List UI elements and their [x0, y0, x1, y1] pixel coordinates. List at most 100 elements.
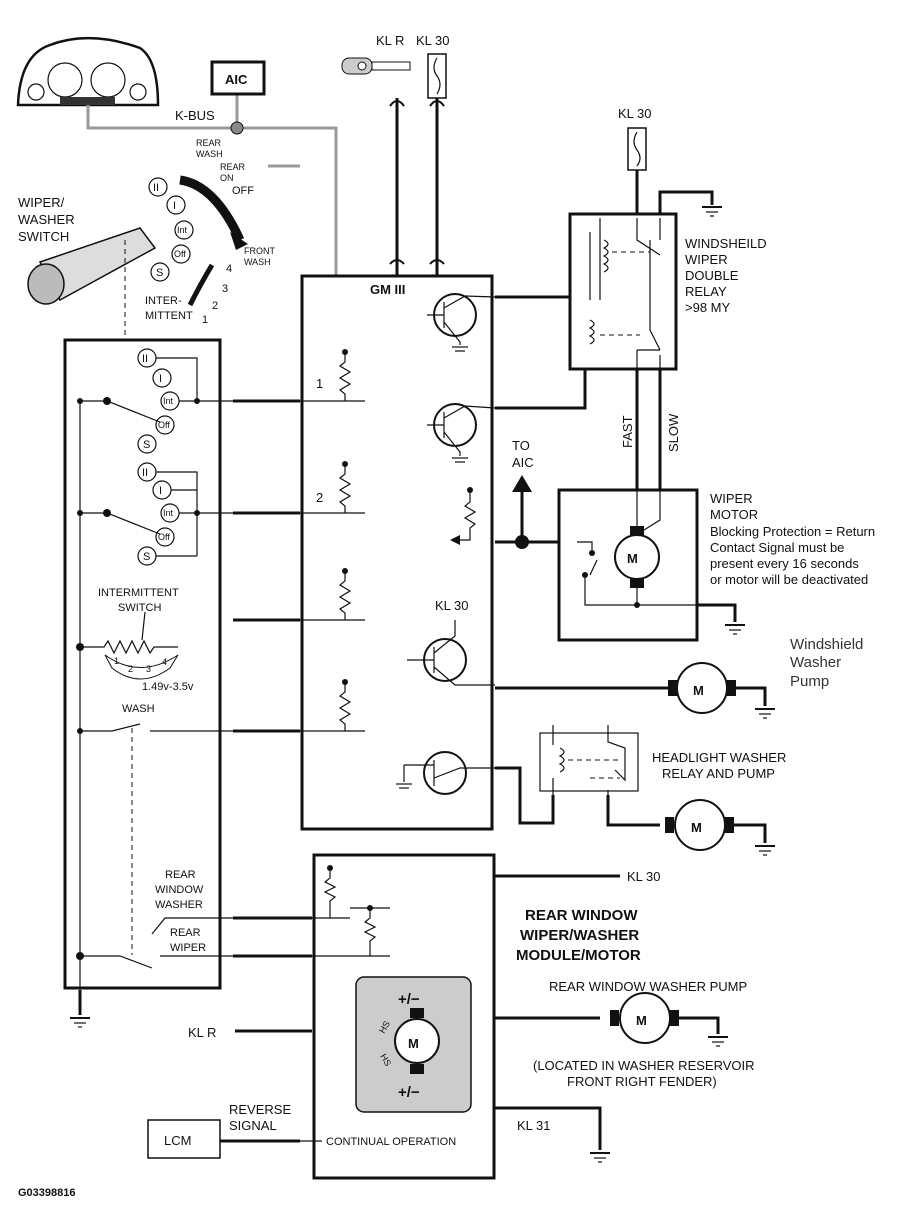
svg-text:KL 31: KL 31	[517, 1118, 551, 1133]
svg-text:FRONT RIGHT FENDER): FRONT RIGHT FENDER)	[567, 1074, 717, 1089]
svg-text:REAR: REAR	[196, 138, 222, 148]
svg-text:Contact Signal must be: Contact Signal must be	[710, 540, 844, 555]
ground-icon	[590, 1152, 610, 1163]
ground-icon	[755, 708, 775, 719]
svg-text:S: S	[143, 439, 150, 451]
svg-text:Off: Off	[158, 532, 170, 542]
switch-group-2: II I Int Off S	[77, 462, 233, 566]
aic-box	[210, 60, 266, 96]
svg-text:REVERSE: REVERSE	[229, 1102, 291, 1117]
wiper-stalk-icon	[27, 227, 157, 305]
svg-text:Int: Int	[163, 508, 174, 518]
svg-text:TO: TO	[512, 438, 530, 453]
return-resistor	[455, 490, 477, 541]
svg-text:MODULE/MOTOR: MODULE/MOTOR	[516, 947, 641, 964]
ground-icon	[725, 624, 745, 635]
lcm-box	[147, 1119, 221, 1159]
gm3-module	[300, 274, 494, 831]
svg-text:+/−: +/−	[398, 991, 420, 1008]
svg-text:Off: Off	[174, 249, 186, 259]
svg-text:REAR: REAR	[165, 869, 196, 881]
svg-text:Pump: Pump	[790, 673, 829, 690]
svg-text:I: I	[159, 373, 162, 385]
gm-transistors	[403, 293, 496, 795]
svg-text:INTER-: INTER-	[145, 295, 182, 307]
front-rotation-arrow	[179, 175, 245, 242]
aic-label: AIC	[225, 72, 248, 87]
svg-text:S: S	[156, 267, 163, 279]
svg-text:SIGNAL: SIGNAL	[229, 1118, 277, 1133]
svg-text:4: 4	[226, 263, 232, 275]
fuse-top-icon	[427, 53, 447, 99]
svg-text:M: M	[691, 820, 702, 835]
svg-text:M: M	[693, 683, 704, 698]
ground-icon	[708, 1036, 728, 1047]
svg-text:I: I	[159, 485, 162, 497]
windshield-wiper-double-relay	[568, 212, 678, 371]
svg-text:WIPER: WIPER	[170, 942, 206, 954]
svg-text:2: 2	[128, 664, 133, 674]
svg-text:MOTOR: MOTOR	[710, 507, 758, 522]
svg-text:1.49v-3.5v: 1.49v-3.5v	[142, 681, 194, 693]
svg-text:REAR: REAR	[170, 927, 201, 939]
kbus-node	[230, 121, 244, 135]
gm-input-resistors	[300, 349, 365, 732]
svg-text:II: II	[142, 467, 148, 479]
svg-text:1: 1	[114, 656, 119, 666]
svg-text:or motor will be deactivated: or motor will be deactivated	[710, 572, 868, 587]
arrow-up-icon	[512, 475, 532, 492]
svg-text:KL 30: KL 30	[627, 869, 661, 884]
intermittent-switch: 1 2 3 4	[76, 611, 179, 680]
fast-label: FAST	[620, 415, 635, 448]
svg-text:I: I	[173, 200, 176, 212]
svg-text:RELAY AND PUMP: RELAY AND PUMP	[662, 766, 775, 781]
svg-text:KL R: KL R	[188, 1025, 216, 1040]
figure-code: G03398816	[18, 1187, 76, 1199]
svg-text:2: 2	[212, 300, 218, 312]
svg-text:Off: Off	[158, 420, 170, 430]
svg-text:CONTINUAL OPERATION: CONTINUAL OPERATION	[326, 1136, 456, 1148]
svg-text:2: 2	[316, 490, 323, 505]
wiper-switch-box	[63, 338, 222, 990]
svg-text:ON: ON	[220, 173, 234, 183]
svg-text:WASH: WASH	[122, 703, 155, 715]
fuse-relay-icon	[627, 127, 647, 171]
svg-text:KL 30: KL 30	[435, 598, 469, 613]
kl30-relay-label: KL 30	[618, 106, 652, 121]
ground-icon	[755, 845, 775, 856]
svg-text:3: 3	[146, 664, 151, 674]
svg-text:WIPER/: WIPER/	[18, 195, 65, 210]
svg-text:1: 1	[316, 376, 323, 391]
svg-text:M: M	[627, 551, 638, 566]
kbus-line	[86, 105, 338, 278]
svg-text:HEADLIGHT WASHER: HEADLIGHT WASHER	[652, 750, 786, 765]
svg-text:Washer: Washer	[790, 654, 841, 671]
svg-text:Int: Int	[177, 225, 188, 235]
svg-text:SWITCH: SWITCH	[18, 229, 69, 244]
ground-icon	[702, 206, 722, 217]
headlight-washer-relay	[539, 732, 639, 792]
svg-text:WASH: WASH	[196, 149, 223, 159]
kbus-label: K-BUS	[175, 108, 215, 123]
ignition-key-icon	[341, 57, 411, 75]
rear-wiper-motor-icon	[394, 1018, 440, 1064]
svg-text:4: 4	[162, 657, 167, 667]
svg-text:Windshield: Windshield	[790, 636, 863, 653]
svg-text:Blocking Protection = Return: Blocking Protection = Return	[710, 524, 875, 539]
svg-text:RELAY: RELAY	[685, 284, 727, 299]
svg-text:WASH: WASH	[244, 257, 271, 267]
svg-text:REAR WINDOW WASHER PUMP: REAR WINDOW WASHER PUMP	[549, 979, 747, 994]
svg-text:WINDSHEILD: WINDSHEILD	[685, 236, 767, 251]
svg-text:M: M	[408, 1036, 419, 1051]
ground-icon	[70, 1017, 90, 1028]
svg-text:M: M	[636, 1013, 647, 1028]
instrument-cluster-icon	[16, 37, 160, 107]
svg-text:SWITCH: SWITCH	[118, 602, 161, 614]
svg-text:LCM: LCM	[164, 1133, 191, 1148]
svg-text:AIC: AIC	[512, 455, 534, 470]
svg-text:II: II	[142, 353, 148, 365]
svg-text:WIPER: WIPER	[710, 491, 753, 506]
svg-text:WINDOW: WINDOW	[155, 884, 204, 896]
svg-text:WASHER: WASHER	[155, 899, 203, 911]
